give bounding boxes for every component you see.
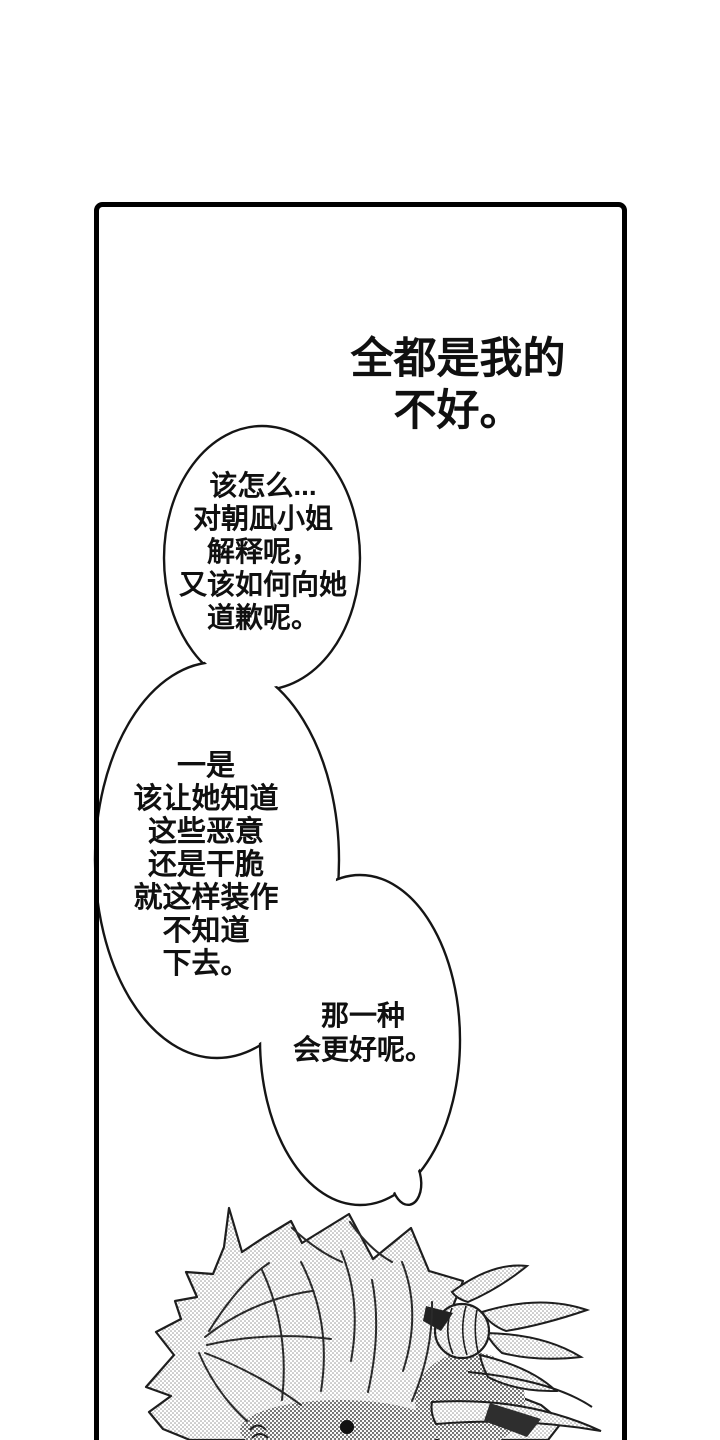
speech-bubble-2-text: 一是 该让她知道 这些恶意 还是干脆 就这样装作 不知道 下去。	[96, 750, 316, 981]
speech-bubble-3-text: 那一种 会更好呢。	[253, 999, 473, 1067]
character-hair-illustration	[144, 1206, 602, 1440]
bubble-text-line: 这些恶意	[147, 816, 264, 848]
bubble-text-line: 道歉呢。	[206, 602, 319, 633]
bubble-text-line: 还是干脆	[147, 849, 264, 881]
bubble-text-line: 就这样装作	[133, 882, 279, 914]
bubble-text-line: 对朝凪小姐	[192, 503, 333, 534]
bubble-text-line: 那一种	[320, 1000, 405, 1031]
bubble-text-line: 该让她知道	[133, 783, 279, 815]
panel-border	[94, 202, 627, 1440]
inner-monologue-text: 全都是我的 不好。	[328, 333, 588, 437]
speech-bubble-1-text: 该怎么... 对朝凪小姐 解释呢， 又该如何向她 道歉呢。	[148, 469, 378, 634]
monologue-line: 全都是我的	[350, 335, 566, 383]
bubble-text-line: 又该如何向她	[178, 569, 347, 600]
bubble-text-line: 一是	[176, 750, 235, 782]
monologue-line: 不好。	[393, 387, 523, 435]
speech-bubble-cluster	[93, 424, 462, 1207]
bubble-text-line: 下去。	[162, 948, 250, 980]
bubble-text-line: 会更好呢。	[292, 1034, 433, 1065]
bubble-text-line: 该怎么...	[209, 470, 317, 501]
bubble-text-line: 解释呢，	[206, 536, 319, 567]
bubble-text-line: 不知道	[162, 915, 250, 947]
